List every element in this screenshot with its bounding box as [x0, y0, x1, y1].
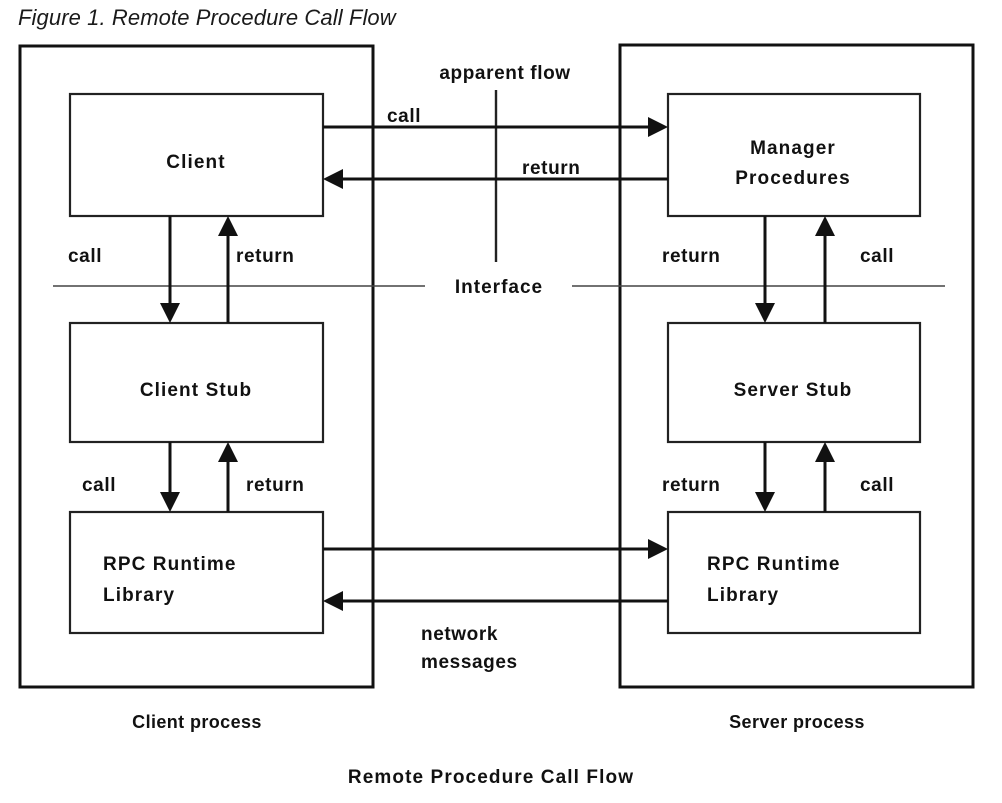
client-stub-return-label: return [246, 475, 305, 496]
client-stub-return-arrow-head [218, 442, 238, 462]
client-runtime-box [68, 510, 325, 635]
apparent-return-arrow-head [323, 169, 343, 189]
server-stub-call-label: call [860, 475, 894, 496]
manager-return-label: return [662, 246, 721, 267]
client-process-container [18, 44, 375, 689]
client-return-arrow-head [218, 216, 238, 236]
network-reply-arrow-head [323, 591, 343, 611]
apparent-return-label: return [522, 158, 581, 179]
server-process-label: Server process [729, 712, 865, 732]
figure-caption: Remote Procedure Call Flow [348, 767, 634, 788]
network-request-arrow-head [648, 539, 668, 559]
manager-procedures-box [666, 92, 922, 218]
manager-call-label: call [860, 246, 894, 267]
server-process-container [618, 43, 975, 689]
server-stub-call-arrow-head [815, 442, 835, 462]
manager-procedures-label-line2: Procedures [735, 168, 851, 189]
server-runtime-box-label-line2: Library [707, 585, 779, 606]
manager-procedures-label-line1: Manager [750, 138, 836, 159]
client-runtime-box-label-line1: RPC Runtime [103, 554, 237, 575]
manager-return-arrow-head [755, 303, 775, 323]
server-stub-box-label: Server Stub [734, 380, 853, 401]
network-messages-label-line1: network [421, 624, 498, 645]
client-call-label: call [68, 246, 102, 267]
server-runtime-box-label-line1: RPC Runtime [707, 554, 841, 575]
client-stub-call-label: call [82, 475, 116, 496]
figure-title: Figure 1. Remote Procedure Call Flow [18, 5, 396, 30]
client-call-arrow-head [160, 303, 180, 323]
client-runtime-box-label-line2: Library [103, 585, 175, 606]
client-process-label: Client process [132, 712, 262, 732]
apparent-call-arrow-head [648, 117, 668, 137]
server-stub-box [666, 321, 922, 444]
apparent-flow-label: apparent flow [439, 63, 570, 84]
client-return-label: return [236, 246, 295, 267]
interface-label: Interface [455, 277, 543, 298]
server-stub-return-arrow-head [755, 492, 775, 512]
server-runtime-box [666, 510, 922, 635]
server-stub-return-label: return [662, 475, 721, 496]
client-stub-box-label: Client Stub [140, 380, 252, 401]
client-box-label: Client [166, 152, 225, 173]
manager-call-arrow-head [815, 216, 835, 236]
apparent-call-label: call [387, 106, 421, 127]
client-box [68, 92, 325, 218]
network-messages-label-line2: messages [421, 652, 518, 673]
client-stub-call-arrow-head [160, 492, 180, 512]
client-stub-box [68, 321, 325, 444]
